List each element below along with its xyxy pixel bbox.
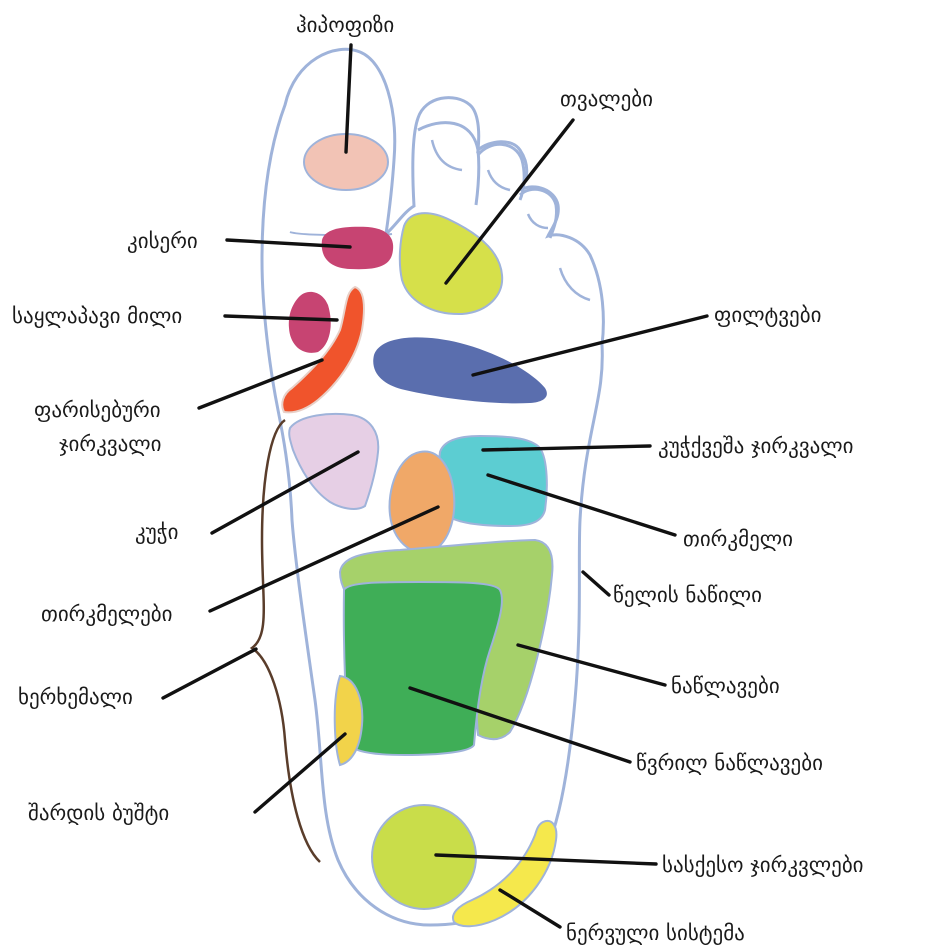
toe-nail-5	[560, 268, 590, 300]
label-eyes: თვალები	[560, 87, 653, 111]
toe-nail-2	[432, 140, 462, 170]
label-sex-glands: სასქესო ჯირკვლები	[662, 853, 864, 877]
label-adrenal: კუჭქვეშა ჯირკვალი	[658, 434, 854, 458]
label-gall-duct: საყლაპავი მილი	[12, 304, 182, 328]
label-intestines: ნაწლავები	[671, 674, 780, 698]
label-lumbar: წელის ნაწილი	[613, 583, 762, 607]
spine-brace	[252, 420, 320, 862]
toe-2-outline	[418, 123, 479, 205]
label-spine: ხერხემალი	[18, 685, 133, 709]
spine-leader	[163, 649, 256, 698]
label-bladder: შარდის ბუშტი	[28, 801, 169, 825]
label-neck: კისერი	[127, 229, 198, 253]
lungs-leader	[473, 316, 707, 375]
bladder-leader	[255, 734, 345, 812]
lumbar-leader	[583, 572, 609, 595]
kidneys-zone	[390, 452, 455, 553]
toe-nail-4	[528, 214, 548, 228]
stomach-zone	[289, 414, 378, 509]
toe-nail-3	[488, 170, 510, 190]
neck-zone	[322, 227, 393, 269]
label-thyroid-line1: ფარისებური	[34, 398, 161, 422]
label-pituitary: ჰიპოფიზი	[296, 13, 394, 37]
label-thyroid-line2: ჯირკვალი	[59, 432, 162, 456]
label-kidney: თირკმელი	[683, 527, 793, 551]
gall-duct-zone	[289, 292, 331, 353]
label-nervous-system: ნერვული სისტემა	[566, 921, 745, 945]
label-stomach: კუჭი	[135, 520, 178, 544]
intestines-leader	[518, 645, 665, 685]
label-small-intestine: წვრილ ნაწლავები	[636, 751, 823, 775]
label-kidneys: თირკმელები	[41, 602, 173, 626]
lungs-zone	[373, 337, 547, 403]
label-lungs: ფილტვები	[714, 303, 821, 327]
